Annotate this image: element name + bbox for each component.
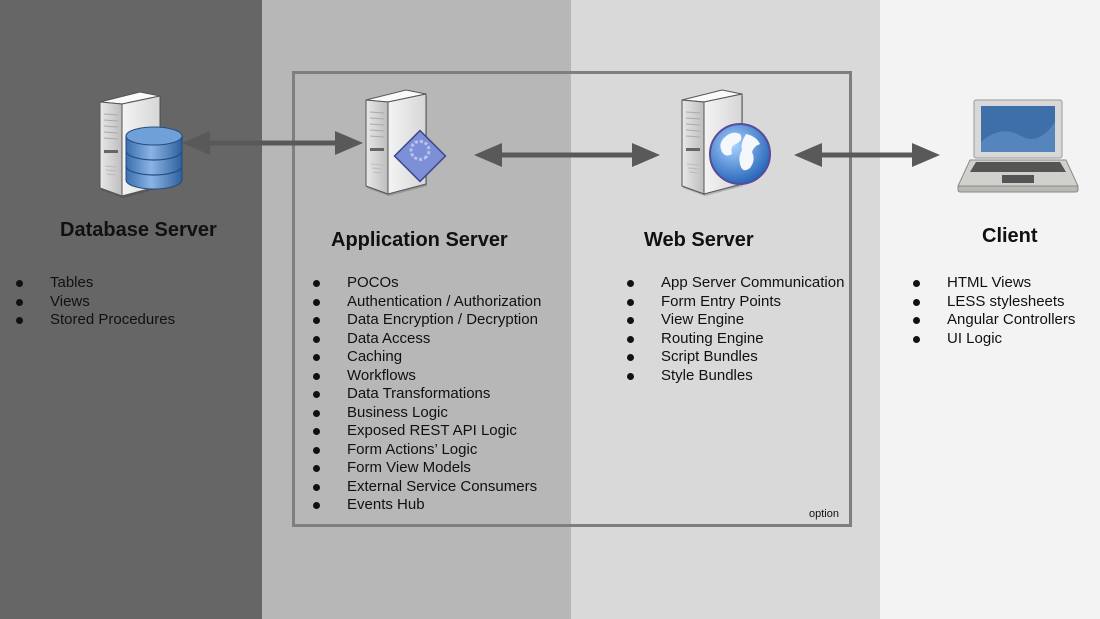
list-item: Views	[14, 293, 175, 312]
list-item: External Service Consumers	[311, 478, 541, 497]
list-item: LESS stylesheets	[911, 293, 1075, 312]
application-items-list: POCOs Authentication / Authorization Dat…	[311, 274, 541, 515]
list-item: Authentication / Authorization	[311, 293, 541, 312]
list-item: Stored Procedures	[14, 311, 175, 330]
web-items-list: App Server Communication Form Entry Poin…	[625, 274, 844, 385]
list-item: Style Bundles	[625, 367, 844, 386]
database-server-icon	[99, 91, 183, 198]
list-item: Form View Models	[311, 459, 541, 478]
list-item: Workflows	[311, 367, 541, 386]
list-item: HTML Views	[911, 274, 1075, 293]
list-item: Angular Controllers	[911, 311, 1075, 330]
list-item: Business Logic	[311, 404, 541, 423]
list-item: Data Encryption / Decryption	[311, 311, 541, 330]
db-app-arrow	[182, 131, 363, 155]
database-server-title: Database Server	[60, 219, 217, 241]
list-item: UI Logic	[911, 330, 1075, 349]
list-item: POCOs	[311, 274, 541, 293]
web-server-title: Web Server	[644, 229, 754, 251]
database-items-list: Tables Views Stored Procedures	[14, 274, 175, 330]
client-title: Client	[982, 225, 1038, 247]
list-item: Events Hub	[311, 496, 541, 515]
option-group-box: option	[292, 71, 852, 527]
list-item: Exposed REST API Logic	[311, 422, 541, 441]
list-item: Routing Engine	[625, 330, 844, 349]
list-item: Script Bundles	[625, 348, 844, 367]
laptop-icon	[957, 99, 1079, 193]
list-item: Data Transformations	[311, 385, 541, 404]
list-item: Caching	[311, 348, 541, 367]
list-item: Data Access	[311, 330, 541, 349]
web-server-icon	[681, 89, 771, 196]
list-item: Form Actions’ Logic	[311, 441, 541, 460]
client-items-list: HTML Views LESS stylesheets Angular Cont…	[911, 274, 1075, 348]
list-item: Tables	[14, 274, 175, 293]
option-label: option	[809, 508, 839, 520]
list-item: App Server Communication	[625, 274, 844, 293]
application-server-title: Application Server	[331, 229, 508, 251]
list-item: Form Entry Points	[625, 293, 844, 312]
list-item: View Engine	[625, 311, 844, 330]
app-web-arrow	[474, 143, 660, 167]
application-server-icon	[365, 89, 447, 196]
web-client-arrow	[794, 143, 940, 167]
